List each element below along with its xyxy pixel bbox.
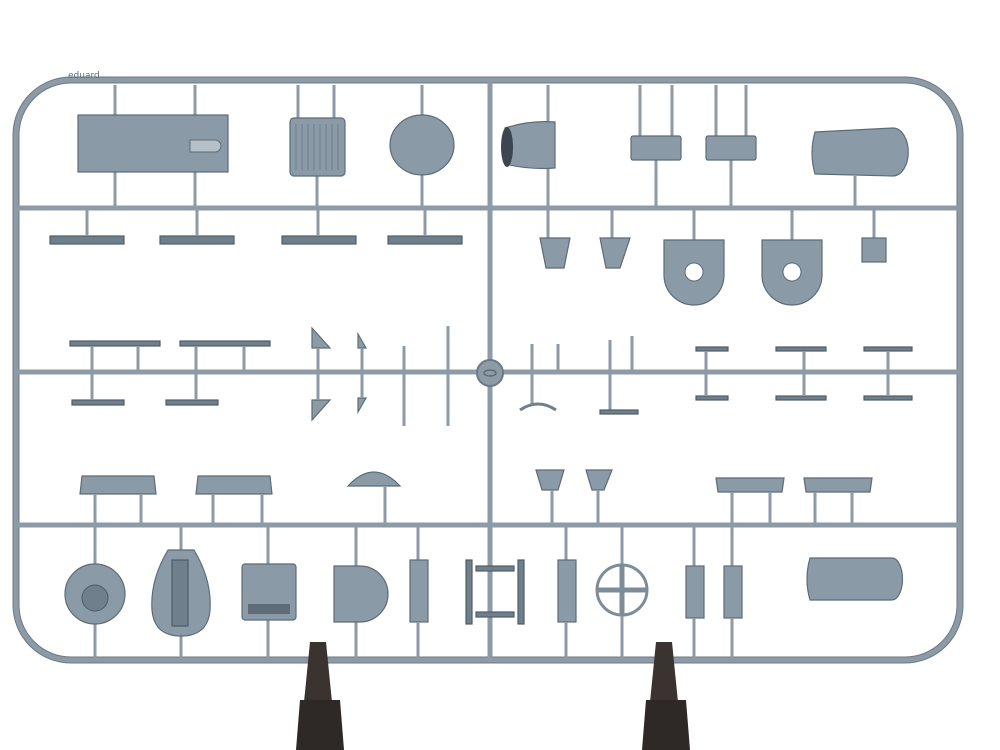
part-grille-box [241, 527, 297, 658]
sprue-frame: eduard [12, 71, 964, 664]
part-round-plate [389, 85, 455, 206]
part-floor-panel [77, 85, 229, 206]
part-clips [539, 210, 631, 269]
part-horseshoe-b [761, 210, 823, 306]
part-cowling-ring [501, 85, 556, 206]
part-horseshoe-a [663, 210, 725, 306]
sprue-runners [15, 79, 961, 661]
sprue-hub [476, 359, 504, 387]
part-struts-right [519, 336, 913, 415]
part-blades-left [311, 326, 450, 426]
part-small-block [861, 210, 887, 263]
part-seat-back [151, 527, 211, 658]
part-strips-row [49, 210, 463, 245]
part-struts-left [69, 340, 271, 406]
part-cross-wheel [595, 527, 649, 658]
part-flaps-row [79, 469, 873, 525]
part-fuel-tank [811, 127, 909, 206]
display-stand-right [642, 642, 690, 750]
part-slim-panels [685, 527, 743, 658]
part-bracket-a [630, 85, 682, 206]
part-d-panel [333, 527, 389, 658]
part-radiator [289, 85, 346, 206]
part-tall-panels [409, 527, 577, 658]
brand-label: eduard [68, 71, 100, 81]
part-cylinder [806, 557, 904, 601]
part-bracket-b [705, 85, 757, 206]
part-frame-rails [465, 559, 525, 625]
part-instrument-disc [64, 527, 126, 658]
display-stand-left [296, 642, 344, 750]
